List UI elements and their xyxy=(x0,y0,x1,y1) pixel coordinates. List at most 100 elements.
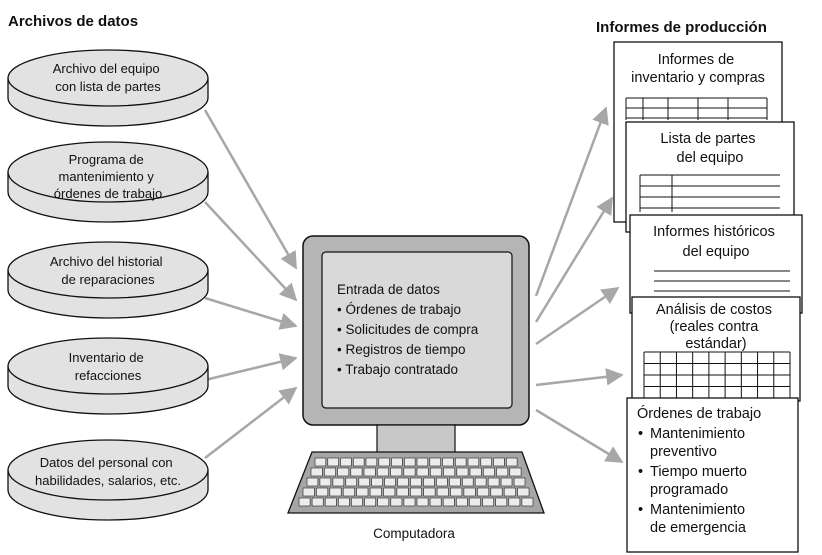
keyboard-key xyxy=(384,477,396,487)
keyboard-key xyxy=(376,467,389,477)
keyboard-key xyxy=(436,487,449,497)
keyboard-key xyxy=(505,457,518,467)
keyboard-key xyxy=(490,487,503,497)
report-page: Lista de partes del equipo xyxy=(625,121,795,233)
keyboard-key xyxy=(391,457,403,467)
arrow-computer-to-work-orders xyxy=(535,408,624,464)
keyboard-key xyxy=(337,467,350,477)
keyboard-key xyxy=(377,497,390,507)
keyboard-key xyxy=(319,477,332,487)
keyboard-key xyxy=(474,477,487,487)
keyboard-key xyxy=(396,487,409,497)
keyboard-key xyxy=(449,477,461,487)
data-file-label: Archivo del equipo con lista de partes xyxy=(53,61,164,94)
keyboard-key xyxy=(350,467,363,477)
keyboard-key xyxy=(500,477,513,487)
report-table-grid xyxy=(625,97,768,120)
data-file-label: Archivo del historial de reparaciones xyxy=(50,254,166,287)
keyboard-key xyxy=(461,477,474,487)
report-page: Análisis de costos (reales contra estánd… xyxy=(631,296,801,402)
computer: Entrada de datos • Órdenes de trabajo • … xyxy=(287,235,545,541)
keyboard-key xyxy=(340,457,352,467)
data-file-label: Inventario de refacciones xyxy=(69,350,148,383)
keyboard-key xyxy=(509,467,522,477)
keyboard-key xyxy=(410,477,422,487)
keyboard-key xyxy=(521,497,534,507)
keyboard-keys xyxy=(298,457,534,507)
keyboard-key xyxy=(409,487,422,497)
arrow-computer-to-inventory-reports xyxy=(534,106,609,297)
keyboard-key xyxy=(429,497,442,507)
data-file-disk: Programa de mantenimiento y órdenes de t… xyxy=(7,141,209,223)
keyboard-key xyxy=(371,477,383,487)
keyboard-key xyxy=(369,487,382,497)
keyboard-key xyxy=(503,487,516,497)
keyboard-key xyxy=(345,477,357,487)
monitor-stand xyxy=(376,424,456,456)
keyboard-key xyxy=(298,497,311,507)
keyboard-key xyxy=(306,477,319,487)
data-file-disk: Datos del personal con habilidades, sala… xyxy=(7,439,209,521)
keyboard-key xyxy=(487,477,500,487)
arrow-computer-to-parts-list xyxy=(534,196,614,323)
keyboard-key xyxy=(496,467,509,477)
keyboard-key xyxy=(358,477,370,487)
keyboard-key xyxy=(463,487,476,497)
keyboard-key xyxy=(454,457,467,467)
keyboard-key xyxy=(423,487,436,497)
keyboard-key xyxy=(403,457,416,467)
keyboard-key xyxy=(310,467,323,477)
report-title: Lista de partes del equipo xyxy=(660,131,759,166)
keyboard-key xyxy=(332,477,345,487)
keyboard-key xyxy=(351,497,363,507)
keyboard-key xyxy=(429,457,441,467)
keyboard-key xyxy=(356,487,369,497)
keyboard-key xyxy=(416,467,429,477)
keyboard-key xyxy=(443,467,456,477)
keyboard-key xyxy=(390,467,403,477)
arrow-personnel-data-to-computer xyxy=(204,386,298,459)
keyboard-key xyxy=(311,497,324,507)
report-title: Informes de inventario y compras xyxy=(631,52,765,86)
report-title: Análisis de costos (reales contra estánd… xyxy=(656,302,776,352)
keyboard-key xyxy=(365,457,378,467)
data-files-heading: Archivos de datos xyxy=(8,13,138,30)
keyboard-key xyxy=(429,467,442,477)
keyboard-key xyxy=(477,487,490,497)
arrow-computer-to-cost-analysis xyxy=(535,368,624,387)
production-reports-heading: Informes de producción xyxy=(596,19,767,36)
keyboard-key xyxy=(469,497,481,507)
keyboard-key xyxy=(442,497,455,507)
report-title: Órdenes de trabajo xyxy=(637,405,761,422)
report-page: Órdenes de trabajo •Mantenimiento preven… xyxy=(626,397,799,553)
data-file-label: Programa de mantenimiento y órdenes de t… xyxy=(54,152,162,201)
data-file-disk: Archivo del equipo con lista de partes xyxy=(7,49,209,127)
keyboard-key xyxy=(467,457,480,467)
arrow-repair-history-to-computer xyxy=(204,296,298,330)
work-order-items: •Mantenimiento preventivo •Tiempo muerto… xyxy=(638,426,751,536)
keyboard-key xyxy=(327,457,339,467)
keyboard-key xyxy=(316,487,329,497)
keyboard-key xyxy=(469,467,482,477)
keyboard-key xyxy=(508,497,521,507)
keyboard-key xyxy=(493,457,505,467)
keyboard-key xyxy=(436,477,448,487)
arrow-computer-to-history-reports xyxy=(535,286,620,346)
keyboard-key xyxy=(364,497,377,507)
keyboard-key xyxy=(517,487,530,497)
keyboard-key xyxy=(378,457,390,467)
keyboard-key xyxy=(450,487,463,497)
keyboard-key xyxy=(495,497,508,507)
keyboard-key xyxy=(314,457,327,467)
keyboard-key xyxy=(456,467,469,477)
keyboard-key xyxy=(423,477,435,487)
output-arrows xyxy=(534,106,624,464)
keyboard-key xyxy=(480,457,492,467)
input-arrows xyxy=(203,109,298,459)
keyboard-key xyxy=(324,497,337,507)
arrow-spare-parts-to-computer xyxy=(204,353,298,382)
keyboard-key xyxy=(337,497,350,507)
keyboard-key xyxy=(403,467,416,477)
keyboard-key xyxy=(302,487,315,497)
